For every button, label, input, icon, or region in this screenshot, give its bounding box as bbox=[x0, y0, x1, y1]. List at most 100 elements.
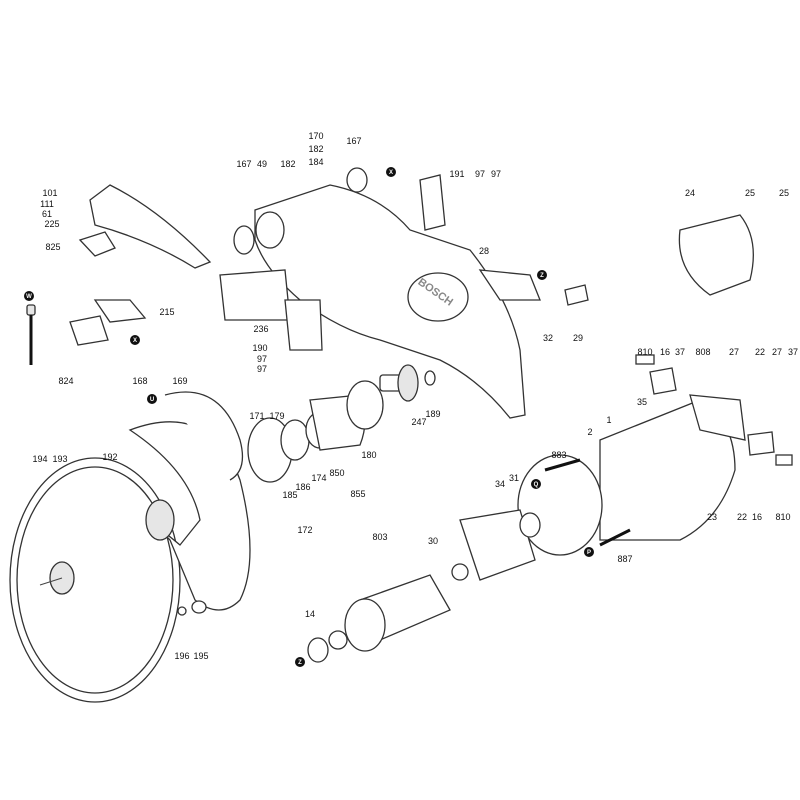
part-number-label: 14 bbox=[305, 609, 315, 619]
part-number-label: 810 bbox=[637, 347, 652, 357]
reference-marker-circle bbox=[130, 335, 140, 345]
part-number-label: 34 bbox=[495, 479, 505, 489]
part-number-label: 185 bbox=[282, 490, 297, 500]
reference-marker: Q bbox=[531, 479, 541, 489]
part-number-label: 169 bbox=[172, 376, 187, 386]
part-number-label: 808 bbox=[695, 347, 710, 357]
reference-marker-letter: Z bbox=[540, 273, 544, 279]
reference-marker-circle bbox=[295, 657, 305, 667]
blade-guard bbox=[128, 391, 251, 616]
part-number-label: 29 bbox=[573, 333, 583, 343]
part-number-label: 31 bbox=[509, 473, 519, 483]
part-number-label: 49 bbox=[257, 159, 267, 169]
part-number-label: 171 bbox=[249, 411, 264, 421]
reference-marker: Z bbox=[295, 657, 305, 667]
part-number-label: 167 bbox=[236, 159, 251, 169]
reference-marker-circle bbox=[24, 291, 34, 301]
main-arm-housing: BOSCH bbox=[219, 167, 589, 419]
reference-marker-letter: U bbox=[150, 397, 154, 403]
reference-marker: Z bbox=[537, 270, 547, 280]
part-number-label: 16 bbox=[752, 512, 762, 522]
part-number-label: 855 bbox=[350, 489, 365, 499]
reference-marker-letter: Z bbox=[298, 660, 302, 666]
reference-marker: X bbox=[130, 335, 140, 345]
part-number-label: 61 bbox=[42, 209, 52, 219]
part-number-label: 193 bbox=[52, 454, 67, 464]
part-number-label: 97 bbox=[491, 169, 501, 179]
reference-marker-circle bbox=[531, 479, 541, 489]
part-number-label: 22 bbox=[737, 512, 747, 522]
part-number-label: 850 bbox=[329, 468, 344, 478]
part-number-label: 25 bbox=[745, 188, 755, 198]
part-number-label: 190 bbox=[252, 343, 267, 353]
part-number-label: 168 bbox=[132, 376, 147, 386]
fan-cap bbox=[678, 214, 754, 296]
part-number-label: 186 bbox=[295, 482, 310, 492]
part-number-label: 215 bbox=[159, 307, 174, 317]
reference-marker: P bbox=[584, 547, 594, 557]
part-number-label: 194 bbox=[32, 454, 47, 464]
reference-marker: W bbox=[24, 291, 34, 301]
part-number-label: 883 bbox=[551, 450, 566, 460]
reference-marker: X bbox=[386, 167, 396, 177]
part-number-label: 37 bbox=[675, 347, 685, 357]
part-number-label: 247 bbox=[411, 417, 426, 427]
part-number-label: 191 bbox=[449, 169, 464, 179]
reference-marker: U bbox=[147, 394, 157, 404]
reference-marker-letter: X bbox=[133, 338, 137, 344]
reference-marker-circle bbox=[147, 394, 157, 404]
armature bbox=[307, 563, 469, 663]
reference-marker-letter: P bbox=[587, 550, 591, 556]
reference-marker-letter: W bbox=[26, 294, 32, 300]
part-number-label: 97 bbox=[257, 354, 267, 364]
part-number-label: 111 bbox=[40, 199, 54, 209]
part-number-label: 16 bbox=[660, 347, 670, 357]
part-number-label: 32 bbox=[543, 333, 553, 343]
part-number-label: 803 bbox=[372, 532, 387, 542]
part-number-label: 182 bbox=[280, 159, 295, 169]
part-number-label: 37 bbox=[788, 347, 798, 357]
part-number-label: 27 bbox=[772, 347, 782, 357]
part-number-label: 824 bbox=[58, 376, 73, 386]
part-number-label: 184 bbox=[308, 157, 323, 167]
upper-cover bbox=[78, 184, 212, 269]
part-number-label: 25 bbox=[779, 188, 789, 198]
part-number-label: 192 bbox=[102, 452, 117, 462]
part-number-label: 180 bbox=[361, 450, 376, 460]
reference-marker-circle bbox=[386, 167, 396, 177]
part-number-label: 97 bbox=[475, 169, 485, 179]
part-number-label: 174 bbox=[311, 473, 326, 483]
part-number-label: 1 bbox=[606, 415, 611, 425]
part-number-label: 97 bbox=[257, 364, 267, 374]
part-number-label: 179 bbox=[269, 411, 284, 421]
part-number-label: 167 bbox=[346, 136, 361, 146]
part-number-label: 196 bbox=[174, 651, 189, 661]
reference-marker-circle bbox=[537, 270, 547, 280]
part-number-label: 810 bbox=[775, 512, 790, 522]
part-number-label: 170 bbox=[308, 131, 323, 141]
gear-assembly bbox=[247, 364, 436, 483]
part-number-label: 101 bbox=[42, 188, 57, 198]
part-number-label: 225 bbox=[44, 219, 59, 229]
reference-marker-letter: X bbox=[389, 170, 393, 176]
reference-marker-circle bbox=[584, 547, 594, 557]
part-number-label: 825 bbox=[45, 242, 60, 252]
part-number-label: 195 bbox=[193, 651, 208, 661]
part-number-label: 24 bbox=[685, 188, 695, 198]
part-number-label: 35 bbox=[637, 397, 647, 407]
part-number-label: 23 bbox=[707, 512, 717, 522]
part-number-label: 27 bbox=[729, 347, 739, 357]
part-number-label: 2 bbox=[587, 427, 592, 437]
part-number-label: 172 bbox=[297, 525, 312, 535]
part-number-label: 28 bbox=[479, 246, 489, 256]
clamp-assembly bbox=[26, 299, 147, 365]
part-number-label: 236 bbox=[253, 324, 268, 334]
part-number-label: 189 bbox=[425, 409, 440, 419]
part-number-label: 887 bbox=[617, 554, 632, 564]
part-number-label: 22 bbox=[755, 347, 765, 357]
saw-blade bbox=[9, 457, 181, 703]
reference-marker-letter: Q bbox=[534, 482, 539, 488]
part-number-label: 182 bbox=[308, 144, 323, 154]
